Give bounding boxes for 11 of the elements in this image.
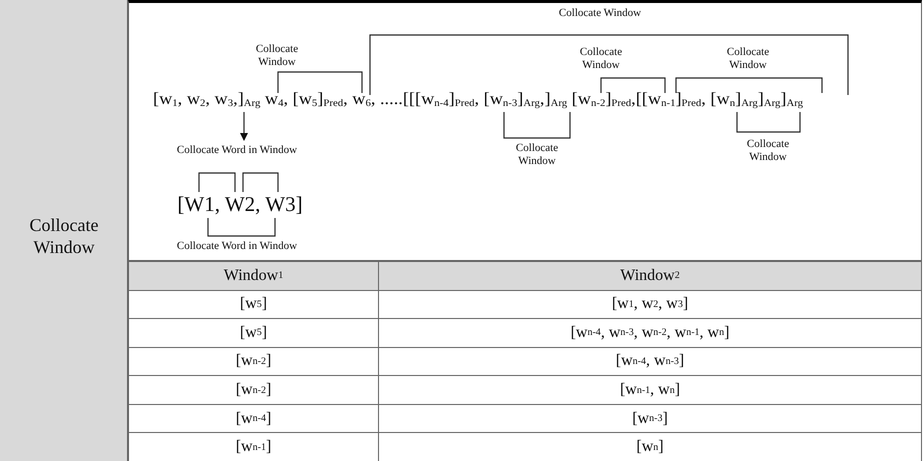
bracket-label: Collocate Window — [726, 46, 770, 72]
bracket-label: Collocate Window — [746, 138, 790, 164]
bracket-label: Collocate Word in Window — [176, 144, 298, 157]
bracket-label: Collocate Window — [578, 46, 624, 72]
bracket-label: Collocate Window — [514, 142, 560, 168]
bracket-label: Collocate Window — [558, 7, 642, 20]
bracket-label: Collocate Window — [254, 43, 300, 69]
bracket-label: Collocate Word in Window — [176, 240, 298, 253]
annotated-word-sequence: [w$_{1}$, w$_{2}$, w$_{3}$,]$_{Arg}$ w$_{4}$, [w$_{5}$]$_{Pred}$, w$_{6}$, .....[[[w$_{n-4}$]$_{Pred}$, [w$_{n-3}$]$_{Arg}$,]$_{Arg}$ [w$_{n-2}$]$_{Pred}$,[[w$_{n-1}$]$_{Pred}$, [w$_{n}$]$_{Arg}$]$_{Arg}$]$_{Arg}$ — [153, 89, 803, 109]
row-heading: Collocate Window — [28, 214, 100, 258]
example-sequence: [W1, W2, W3] — [176, 192, 304, 217]
